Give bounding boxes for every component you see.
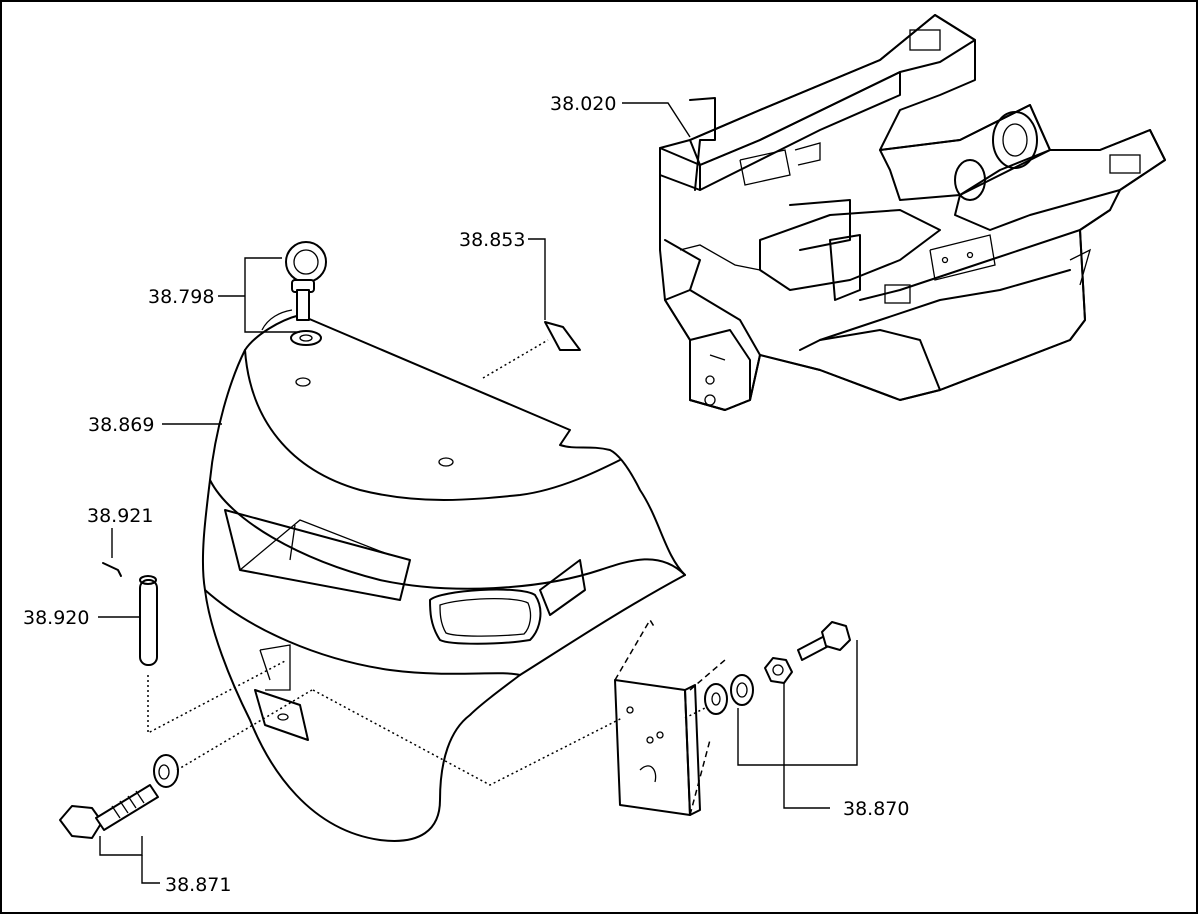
eye-bolt-part bbox=[261, 241, 327, 346]
callout-38-869: 38.869 bbox=[88, 414, 154, 436]
bolt-part bbox=[59, 754, 179, 839]
callout-38-853: 38.853 bbox=[459, 229, 525, 251]
callout-38-870: 38.870 bbox=[843, 798, 909, 820]
callout-38-020: 38.020 bbox=[550, 93, 616, 115]
callout-38-871: 38.871 bbox=[165, 874, 231, 896]
decal-part bbox=[544, 321, 581, 351]
callout-38-920: 38.920 bbox=[23, 607, 89, 629]
chassis-frame-part bbox=[659, 14, 1166, 411]
washer-nut-bolt-hardware bbox=[704, 621, 851, 715]
mounting-plate-part bbox=[614, 618, 726, 816]
leader-lines bbox=[98, 102, 858, 884]
callout-38-921: 38.921 bbox=[87, 505, 153, 527]
counterweight-part bbox=[201, 314, 686, 842]
callout-38-798: 38.798 bbox=[148, 286, 214, 308]
clip-part bbox=[102, 562, 122, 577]
assembly-lines bbox=[147, 339, 708, 786]
pin-part bbox=[139, 575, 158, 666]
